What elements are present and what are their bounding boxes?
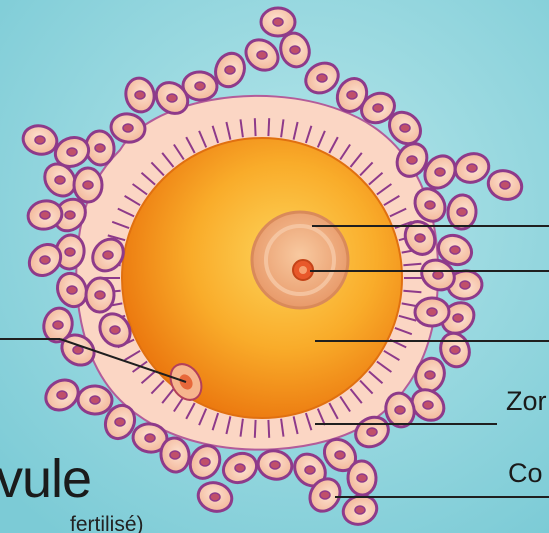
cell-nucleus xyxy=(90,396,100,404)
cell-nucleus xyxy=(210,493,220,501)
cell-nucleus xyxy=(460,281,470,289)
cell-nucleus xyxy=(57,391,67,399)
microvillus xyxy=(268,420,269,438)
cell-nucleus xyxy=(425,371,435,379)
cell-nucleus xyxy=(290,46,300,54)
cell-nucleus xyxy=(427,308,437,316)
cell-nucleus xyxy=(423,401,433,409)
cell-nucleus xyxy=(123,124,133,132)
cell-nucleus xyxy=(200,458,210,466)
cell-nucleus xyxy=(273,18,283,26)
cell-nucleus xyxy=(95,291,105,299)
cell-nucleus xyxy=(347,91,357,99)
cell-nucleus xyxy=(270,461,280,469)
cell-nucleus xyxy=(457,208,467,216)
cell-nucleus xyxy=(235,464,245,472)
cell-nucleus xyxy=(467,164,477,172)
cell-nucleus xyxy=(167,94,177,102)
cell-nucleus xyxy=(415,234,425,242)
cell-nucleus xyxy=(145,434,155,442)
cell-nucleus xyxy=(257,51,267,59)
cell-nucleus xyxy=(395,406,405,414)
cell-nucleus xyxy=(53,321,63,329)
microvillus xyxy=(255,420,256,438)
cell-nucleus xyxy=(170,451,180,459)
follicle-cell xyxy=(85,278,114,313)
cell-nucleus xyxy=(135,91,145,99)
follicle-cell xyxy=(77,385,112,415)
cell-nucleus xyxy=(195,82,205,90)
microvillus xyxy=(268,118,269,136)
cell-nucleus xyxy=(40,211,50,219)
follicle-cell xyxy=(447,194,477,230)
cell-nucleus xyxy=(433,271,443,279)
cell-nucleus xyxy=(373,104,383,112)
cell-nucleus xyxy=(500,181,510,189)
cell-nucleus xyxy=(367,428,377,436)
cell-nucleus xyxy=(407,156,417,164)
label-zona: Zor xyxy=(506,386,547,417)
cell-nucleus xyxy=(83,181,93,189)
label-corona: Co xyxy=(508,458,543,489)
cell-nucleus xyxy=(95,144,105,152)
cell-nucleus xyxy=(55,176,65,184)
cell-nucleus xyxy=(425,201,435,209)
cell-nucleus xyxy=(65,211,75,219)
cell-nucleus xyxy=(115,418,125,426)
diagram-subtitle: fertilisé) xyxy=(70,513,144,533)
microvillus xyxy=(255,118,256,136)
follicle-cell xyxy=(347,460,377,495)
diagram-title: vule xyxy=(0,448,91,510)
cell-nucleus xyxy=(450,346,460,354)
nucleolus-core xyxy=(299,266,307,274)
cell-nucleus xyxy=(65,248,75,256)
cell-nucleus xyxy=(453,314,463,322)
cell-nucleus xyxy=(305,466,315,474)
follicle-cell xyxy=(261,8,295,36)
cell-nucleus xyxy=(103,251,113,259)
cell-nucleus xyxy=(225,66,235,74)
cell-nucleus xyxy=(317,74,327,82)
cell-nucleus xyxy=(357,474,367,482)
cell-nucleus xyxy=(355,506,365,514)
cell-nucleus xyxy=(400,124,410,132)
cell-nucleus xyxy=(110,326,120,334)
cell-nucleus xyxy=(450,246,460,254)
cell-nucleus xyxy=(335,451,345,459)
cell-nucleus xyxy=(320,491,330,499)
cell-nucleus xyxy=(435,168,445,176)
cell-nucleus xyxy=(67,148,77,156)
cell-nucleus xyxy=(35,136,45,144)
cell-nucleus xyxy=(40,256,50,264)
follicle-cell xyxy=(74,168,103,202)
follicle-cell xyxy=(415,297,450,326)
cell-nucleus xyxy=(67,286,77,294)
